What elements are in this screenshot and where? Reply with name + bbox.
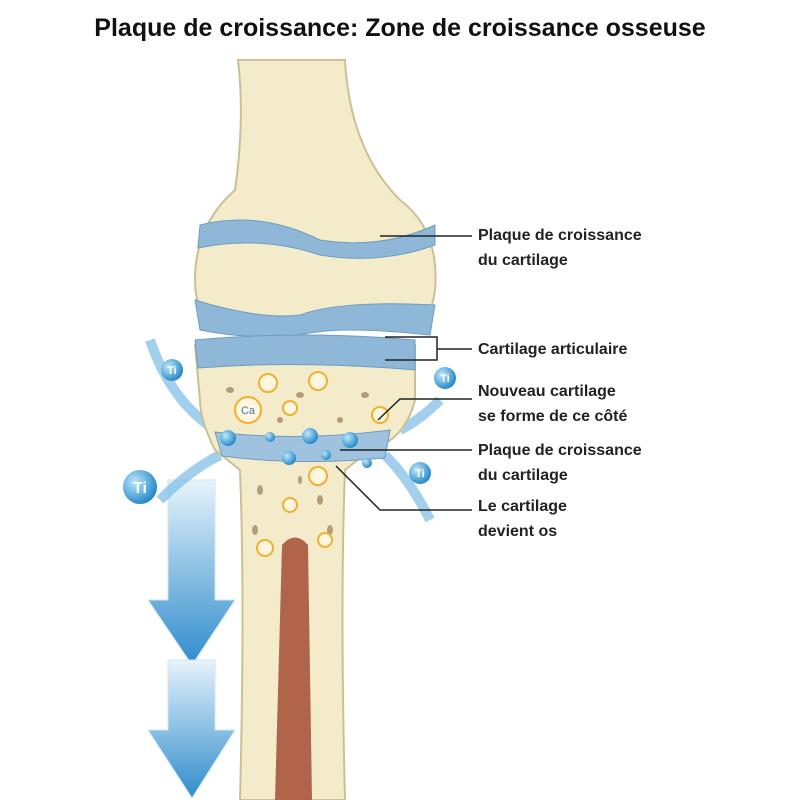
ti-label: Ti: [415, 468, 425, 480]
ti-label: Ti: [167, 365, 177, 377]
label-line: du cartilage: [478, 252, 568, 269]
label-growth-plate-upper: Plaque de croissance du cartilage: [478, 223, 642, 273]
calcium-particles: [234, 371, 389, 557]
label-line: Plaque de croissance: [478, 227, 642, 244]
leader-lines: [335, 235, 472, 511]
label-articular-cartilage: Cartilage articulaire: [478, 337, 627, 362]
ti-label: Ti: [133, 480, 147, 497]
label-line: devient os: [478, 523, 558, 540]
label-line: Nouveau cartilage: [478, 383, 616, 400]
label-line: Le cartilage: [478, 498, 567, 515]
ti-label: Ti: [440, 373, 450, 385]
label-cartilage-becomes-bone: Le cartilage devient os: [478, 494, 567, 544]
down-arrow-icon: [147, 479, 236, 799]
label-growth-plate-lower: Plaque de croissance du cartilage: [478, 438, 642, 488]
label-line: du cartilage: [478, 467, 568, 484]
page-title: Plaque de croissance: Zone de croissance…: [94, 14, 706, 42]
label-line: Cartilage articulaire: [478, 341, 628, 358]
femur: [193, 59, 437, 338]
ca-label: Ca: [241, 405, 256, 417]
titanium-particles: [123, 359, 456, 504]
label-line: se forme de ce côté: [478, 408, 628, 425]
label-line: Plaque de croissance: [478, 442, 642, 459]
label-new-cartilage: Nouveau cartilage se forme de ce côté: [478, 379, 627, 429]
